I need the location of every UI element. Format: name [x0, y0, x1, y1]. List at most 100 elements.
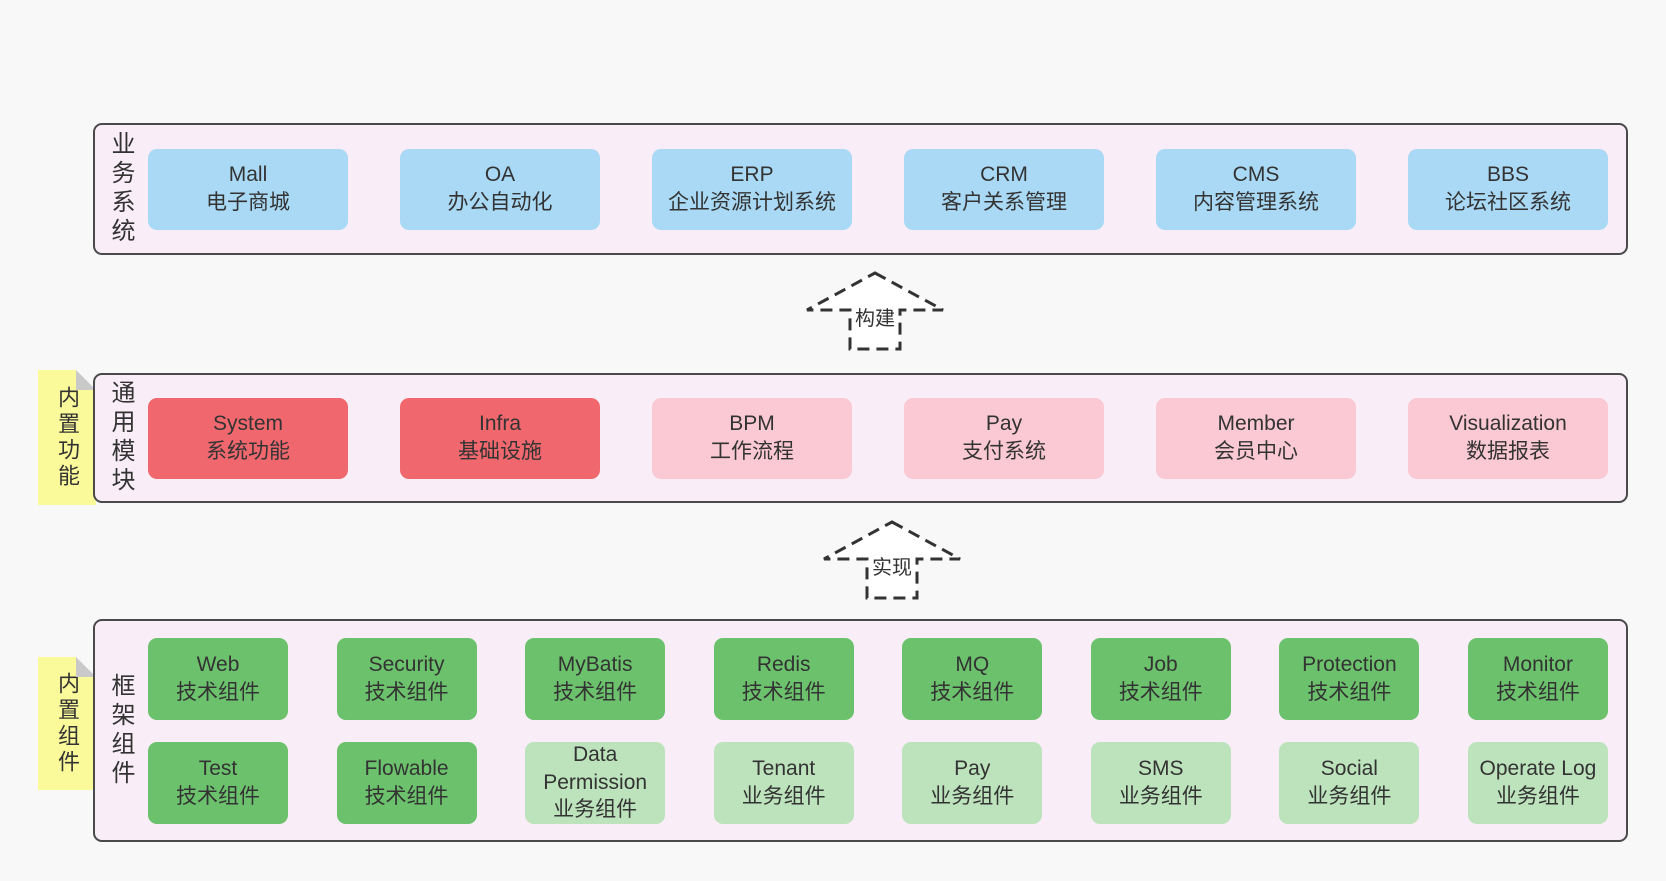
box-title: System [212, 412, 283, 436]
sticky-note-built-in-features: 内置功能 [38, 370, 96, 505]
box-member: Member 会员中心 [1156, 397, 1356, 479]
box-protection: Protection 技术组件 [1279, 637, 1420, 720]
box-subtitle: 技术组件 [176, 784, 260, 808]
box-subtitle: 技术组件 [364, 784, 449, 808]
box-subtitle: 业务组件 [741, 784, 826, 808]
box-bpm: BPM 工作流程 [652, 397, 852, 479]
layer-components-label: 框架组件 [107, 672, 134, 789]
box-title: Visualization [1449, 412, 1567, 436]
box-title: OA [484, 163, 516, 187]
box-title: Member [1217, 412, 1295, 436]
box-title: Pay [985, 412, 1023, 436]
box-subtitle: 技术组件 [553, 680, 638, 704]
box-title: Flowable [364, 756, 449, 780]
box-title: MQ [955, 652, 990, 676]
box-subtitle: 会员中心 [1214, 440, 1298, 463]
box-crm: CRM 客户关系管理 [904, 148, 1104, 230]
box-test: Test 技术组件 [148, 741, 288, 824]
box-tenant: Tenant 业务组件 [713, 741, 854, 824]
box-subtitle: 技术组件 [741, 680, 826, 704]
box-sms: SMS 业务组件 [1090, 741, 1231, 824]
layer-business-label: 业务系统 [107, 131, 134, 247]
box-subtitle: 电子商城 [206, 191, 290, 214]
box-subtitle: 内容管理系统 [1193, 191, 1319, 214]
box-subtitle: 业务组件 [930, 784, 1015, 808]
box-subtitle: 企业资源计划系统 [668, 191, 836, 214]
box-cms: CMS 内容管理系统 [1156, 148, 1356, 230]
box-bbs: BBS 论坛社区系统 [1408, 148, 1608, 230]
box-job: Job 技术组件 [1090, 637, 1231, 720]
box-subtitle: 技术组件 [1118, 680, 1203, 704]
box-subtitle: 业务组件 [553, 798, 638, 822]
sticky-fold-corner-icon [76, 370, 96, 390]
box-subtitle: 技术组件 [930, 680, 1015, 704]
box-infra: Infra 基础设施 [400, 397, 600, 479]
box-monitor: Monitor 技术组件 [1467, 637, 1608, 720]
box-title: Security [368, 652, 445, 676]
box-mall: Mall 电子商城 [148, 148, 348, 230]
box-title: Monitor [1502, 652, 1573, 676]
box-pay-system: Pay 支付系统 [904, 397, 1104, 479]
box-title: Data Permission [543, 742, 648, 794]
box-subtitle: 业务组件 [1118, 784, 1203, 808]
box-system: System 系统功能 [148, 397, 348, 479]
box-subtitle: 论坛社区系统 [1445, 191, 1571, 214]
box-mq: MQ 技术组件 [902, 637, 1043, 720]
box-redis: Redis 技术组件 [713, 637, 854, 720]
box-subtitle: 客户关系管理 [941, 191, 1067, 214]
box-mybatis: MyBatis 技术组件 [525, 637, 666, 720]
box-title: Mall [228, 163, 268, 187]
layer-framework-components: 框架组件 Web 技术组件 Security 技术组件 MyBatis 技术组件… [93, 619, 1628, 842]
box-subtitle: 技术组件 [1307, 680, 1392, 704]
box-flowable: Flowable 技术组件 [336, 741, 477, 824]
arrow-up-implement-icon: 实现 [822, 520, 962, 600]
sticky-modules-label: 内置功能 [55, 385, 80, 490]
box-subtitle: 业务组件 [1495, 784, 1580, 808]
box-title: Infra [478, 412, 522, 436]
box-title: Social [1320, 756, 1378, 780]
box-title: ERP [730, 163, 774, 187]
box-title: Web [196, 652, 240, 676]
box-title: Tenant [752, 756, 816, 780]
box-title: Protection [1302, 652, 1397, 676]
box-oa: OA 办公自动化 [400, 148, 600, 230]
box-title: Pay [954, 756, 991, 780]
box-title: CMS [1232, 163, 1280, 187]
box-subtitle: 技术组件 [1495, 680, 1580, 704]
box-subtitle: 技术组件 [176, 680, 260, 704]
box-subtitle: 业务组件 [1307, 784, 1392, 808]
layer-business-systems: 业务系统 Mall 电子商城 OA 办公自动化 ERP 企业资源计划系统 CRM… [93, 123, 1628, 255]
layer-modules-label: 通用模块 [107, 380, 134, 496]
box-visualization: Visualization 数据报表 [1408, 397, 1608, 479]
sticky-fold-corner-icon [76, 657, 96, 677]
box-title: Operate Log [1479, 756, 1597, 780]
arrow-up-build-icon: 构建 [805, 271, 945, 351]
box-title: CRM [980, 163, 1028, 187]
sticky-components-label: 内置组件 [55, 671, 80, 776]
box-subtitle: 数据报表 [1466, 440, 1550, 463]
box-security: Security 技术组件 [336, 637, 477, 720]
box-title: BBS [1486, 163, 1530, 187]
box-subtitle: 工作流程 [710, 440, 794, 463]
layer-common-modules: 通用模块 System 系统功能 Infra 基础设施 BPM 工作流程 Pay… [93, 373, 1628, 503]
box-title: Redis [756, 652, 811, 676]
sticky-note-built-in-components: 内置组件 [38, 657, 96, 790]
box-subtitle: 技术组件 [364, 680, 449, 704]
arrow-build-label: 构建 [852, 307, 898, 331]
box-subtitle: 支付系统 [962, 440, 1046, 463]
box-title: Test [198, 756, 238, 780]
box-subtitle: 系统功能 [206, 440, 290, 463]
box-erp: ERP 企业资源计划系统 [652, 148, 852, 230]
box-operate-log: Operate Log 业务组件 [1467, 741, 1608, 824]
box-web: Web 技术组件 [148, 637, 288, 720]
box-title: BPM [729, 412, 775, 436]
box-data-permission: Data Permission 业务组件 [525, 741, 666, 824]
arrow-implement-label: 实现 [869, 556, 915, 580]
box-title: MyBatis [557, 652, 633, 676]
box-subtitle: 办公自动化 [447, 191, 553, 214]
box-title: SMS [1138, 756, 1184, 780]
box-subtitle: 基础设施 [458, 440, 542, 463]
box-title: Job [1143, 652, 1178, 676]
box-pay-component: Pay 业务组件 [902, 741, 1043, 824]
